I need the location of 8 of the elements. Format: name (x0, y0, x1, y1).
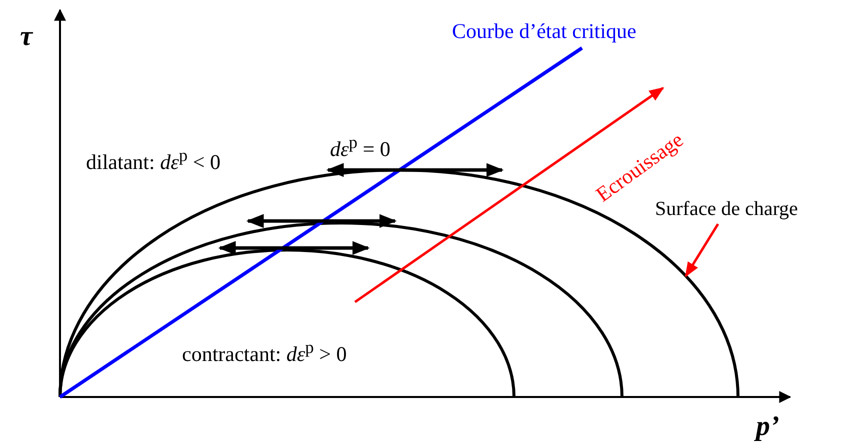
leader-arrow (684, 223, 720, 278)
diagram-label: contractant: dε$^{p}$ > 0 (182, 338, 347, 366)
diagram-label: dε$^{p}$ = 0 (330, 133, 390, 162)
curve-label: Surface de charge (655, 198, 798, 220)
diagram-label: p’ (756, 412, 780, 443)
diagram-label: τ (20, 22, 32, 53)
diagram-label: Courbe d’état critique (452, 20, 636, 44)
diagram-label: dilatant: dε$^{p}$ < 0 (86, 146, 220, 174)
